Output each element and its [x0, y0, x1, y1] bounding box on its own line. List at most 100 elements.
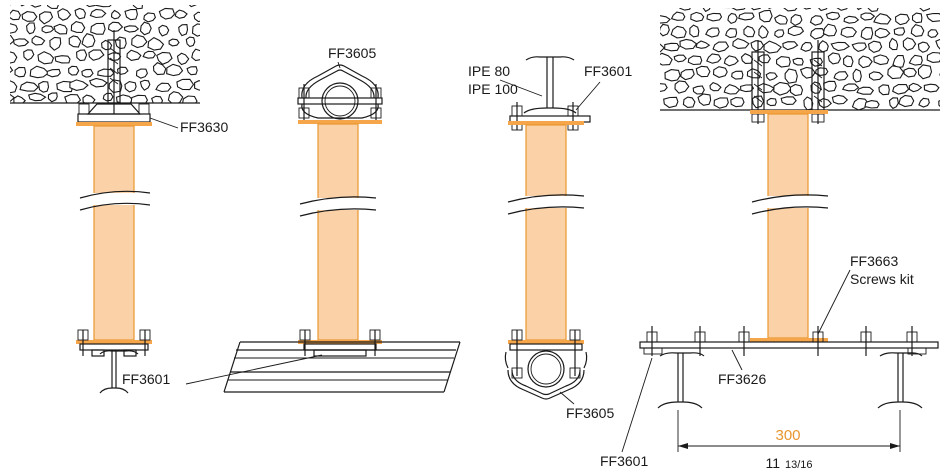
- stone-shape: [803, 96, 814, 110]
- stone-shape: [37, 81, 50, 93]
- top-plate: [298, 120, 382, 124]
- stone-shape: [88, 77, 108, 88]
- stone-shape: [176, 78, 195, 91]
- stone-shape: [115, 94, 134, 103]
- stone-shape: [169, 0, 181, 3]
- dimension-inch-fraction: 13/16: [785, 459, 813, 471]
- stone-shape: [840, 26, 858, 38]
- stone-shape: [182, 95, 198, 103]
- stone-shape: [917, 41, 931, 53]
- stone-shape: [697, 93, 712, 106]
- stone-shape: [101, 39, 113, 51]
- stone-shape: [911, 12, 923, 24]
- stone-shape: [800, 41, 813, 52]
- stone-shape: [918, 97, 930, 108]
- stone-shape: [858, 55, 873, 69]
- stone-shape: [712, 66, 728, 78]
- stone-shape: [740, 53, 754, 64]
- stone-shape: [823, 80, 837, 92]
- stone-shape: [191, 48, 200, 62]
- label-ff3605-top: FF3605: [328, 45, 376, 61]
- stone-shape: [156, 51, 173, 65]
- stone-shape: [740, 84, 755, 93]
- stone-shape: [151, 95, 164, 103]
- stone-shape: [191, 23, 200, 37]
- stone-shape: [860, 12, 876, 21]
- stone-shape: [695, 40, 711, 49]
- leader-ff3601-bottom: [621, 357, 653, 453]
- stone-shape: [70, 20, 86, 34]
- stone-shape: [193, 11, 200, 23]
- stone-shape: [158, 7, 176, 20]
- stone-shape: [19, 81, 39, 92]
- stone-shape: [833, 71, 849, 81]
- stone-shape: [926, 51, 940, 63]
- stone-shape: [706, 12, 723, 22]
- stone-shape: [750, 40, 765, 52]
- stone-shape: [787, 25, 805, 37]
- stone-shape: [682, 96, 696, 108]
- stone-shape: [758, 24, 769, 39]
- stone-shape: [660, 52, 673, 66]
- stone-shape: [10, 93, 16, 102]
- ceiling-stonework-left: [10, 0, 200, 103]
- stone-shape: [732, 37, 750, 49]
- stone-shape: [127, 5, 129, 6]
- stone-shape: [860, 26, 874, 40]
- leader-ff3626: [731, 349, 743, 371]
- stone-shape: [21, 11, 38, 22]
- stone-shape: [186, 66, 198, 76]
- leader-ipe: [499, 79, 543, 97]
- stone-shape: [12, 38, 30, 47]
- stone-shape: [124, 81, 137, 93]
- stone-shape: [758, 54, 771, 64]
- stone-shape: [873, 54, 890, 66]
- stone-shape: [664, 42, 680, 52]
- stone-shape: [130, 94, 149, 103]
- stone-shape: [53, 23, 68, 35]
- stone-shape: [774, 14, 788, 25]
- stone-shape: [64, 93, 82, 103]
- leader-ff3630: [149, 117, 179, 129]
- stone-shape: [185, 36, 196, 48]
- stone-shape: [81, 33, 96, 48]
- stone-shape: [892, 54, 905, 69]
- stone-shape: [730, 96, 745, 108]
- top-plate: [508, 121, 584, 125]
- stone-shape: [940, 0, 949, 9]
- stone-shape: [39, 11, 54, 25]
- stone-shape: [660, 83, 668, 93]
- stone-shape: [878, 84, 890, 96]
- stone-shape: [776, 56, 791, 68]
- label-ipe-80: IPE 80: [468, 63, 510, 79]
- stone-shape: [108, 79, 123, 94]
- stone-shape: [135, 68, 149, 79]
- stone-shape: [818, 98, 832, 109]
- stone-shape: [731, 8, 746, 11]
- label-ff3626: FF3626: [718, 371, 766, 387]
- base-plate: [750, 338, 828, 342]
- stone-shape: [923, 83, 940, 93]
- stone-shape: [843, 15, 860, 24]
- stone-shape: [646, 98, 659, 107]
- stone-shape: [148, 0, 160, 3]
- stone-shape: [831, 94, 849, 105]
- stone-shape: [889, 37, 899, 51]
- stone-shape: [887, 65, 905, 80]
- stone-shape: [894, 13, 910, 26]
- stone-shape: [66, 0, 77, 4]
- stone-shape: [85, 5, 96, 8]
- stone-shape: [152, 62, 167, 76]
- stone-shape: [57, 8, 72, 21]
- stone-shape: [178, 24, 189, 37]
- leader-ff3605-bottom: [559, 391, 575, 405]
- stone-shape: [124, 8, 138, 21]
- leader-ff3605-top: [337, 61, 341, 69]
- stone-shape: [10, 9, 22, 21]
- rail-ff3626-icon: [639, 341, 939, 355]
- stone-shape: [126, 49, 142, 61]
- stone-shape: [97, 68, 115, 77]
- stone-shape: [669, 8, 670, 9]
- stone-shape: [690, 11, 705, 22]
- stone-shape: [68, 35, 82, 48]
